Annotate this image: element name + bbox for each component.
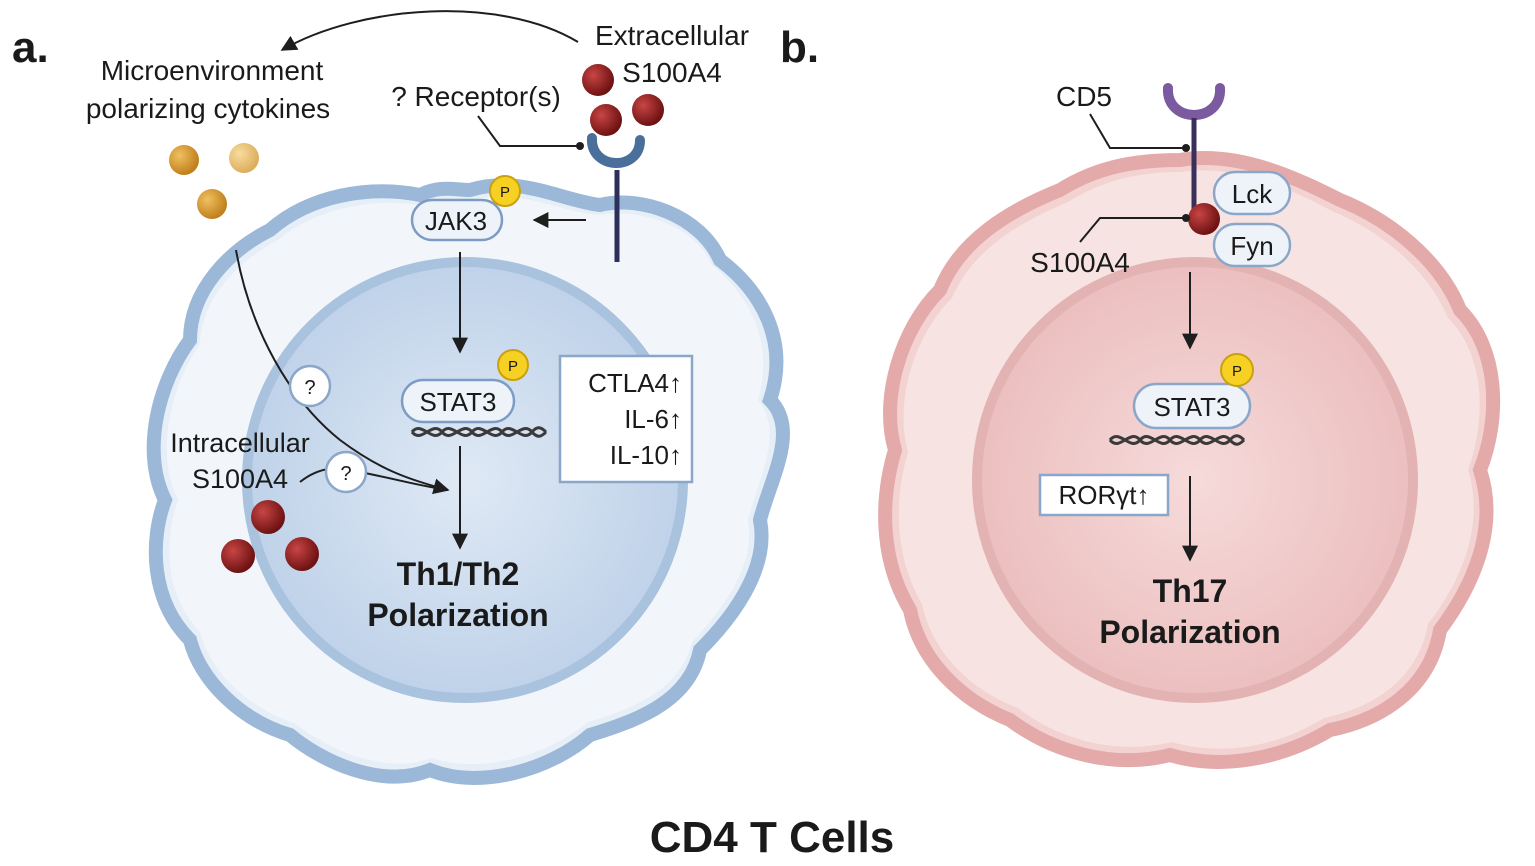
extracellular-to-cytokine-arrow bbox=[280, 10, 579, 51]
fyn-label: Fyn bbox=[1230, 231, 1273, 261]
receptor-leader bbox=[477, 115, 580, 147]
s100a4-leader bbox=[1079, 217, 1186, 243]
outcome-b-line-1: Th17 bbox=[1153, 573, 1228, 609]
intracellular-label-2: S100A4 bbox=[192, 464, 288, 494]
phospho-stat3-label-a: P bbox=[508, 358, 518, 375]
cd5-leader bbox=[1089, 113, 1186, 149]
question-label-1: ? bbox=[304, 377, 315, 399]
s100a4-ball bbox=[221, 539, 255, 573]
panel-b bbox=[878, 151, 1501, 769]
cd5-leader-dot bbox=[1182, 144, 1190, 152]
receptor-a bbox=[587, 133, 645, 262]
lck-label: Lck bbox=[1232, 179, 1273, 209]
receptor-label: ? Receptor(s) bbox=[391, 81, 561, 112]
intracellular-label-1: Intracellular bbox=[170, 428, 310, 458]
extracellular-label-1: Extracellular bbox=[595, 20, 749, 51]
panel-a-label: a. bbox=[12, 23, 49, 72]
phospho-stat3-icon-b bbox=[1220, 353, 1254, 387]
cytokine-ball bbox=[229, 143, 259, 173]
cytokine-ball bbox=[169, 145, 199, 175]
s100a4-leader-dot bbox=[1182, 214, 1190, 222]
cytokine-pathway-arrow bbox=[235, 249, 450, 495]
question-node-2 bbox=[324, 450, 368, 494]
cd5-receptor bbox=[1163, 83, 1225, 210]
gene-ctla4: CTLA4↑ bbox=[588, 368, 682, 398]
outcome-a-line-2: Polarization bbox=[367, 597, 548, 633]
cd5-label: CD5 bbox=[1056, 81, 1112, 112]
cytokines-label-1: Microenvironment bbox=[101, 55, 324, 86]
jak3-label: JAK3 bbox=[425, 206, 487, 236]
genes-box bbox=[558, 354, 694, 484]
phospho-stat3-icon-a bbox=[497, 349, 529, 381]
s100a4-ball bbox=[285, 537, 319, 571]
extracellular-label-2: S100A4 bbox=[622, 57, 722, 88]
receptor-leader-dot bbox=[576, 142, 584, 150]
s100a4-ball bbox=[251, 500, 285, 534]
jak3-node bbox=[410, 198, 504, 242]
question-node-1 bbox=[288, 364, 332, 408]
s100a4-ball bbox=[582, 64, 614, 96]
cytokine-ball bbox=[197, 189, 227, 219]
stat3-label-a: STAT3 bbox=[419, 387, 496, 417]
outcome-a-line-1: Th1/Th2 bbox=[397, 556, 520, 592]
fyn-node bbox=[1212, 222, 1292, 268]
dna-helix-a bbox=[410, 426, 548, 438]
dna-helix-b bbox=[1108, 434, 1246, 446]
lck-node bbox=[1212, 170, 1292, 216]
ror-label: RORγt↑ bbox=[1059, 480, 1150, 510]
cytokines-label-2: polarizing cytokines bbox=[86, 93, 330, 124]
s100a4-ball bbox=[590, 104, 622, 136]
stat3-label-b: STAT3 bbox=[1153, 392, 1230, 422]
ror-box bbox=[1038, 473, 1170, 517]
phospho-jak3-label: P bbox=[500, 184, 510, 201]
gene-il10: IL-10↑ bbox=[610, 440, 682, 470]
phospho-jak3-icon bbox=[489, 175, 521, 207]
gene-il6: IL-6↑ bbox=[624, 404, 682, 434]
s100a4-label-b: S100A4 bbox=[1030, 247, 1130, 278]
panel-b-label: b. bbox=[780, 23, 819, 72]
stat3-node-b bbox=[1132, 382, 1252, 430]
s100a4-ball bbox=[632, 94, 664, 126]
outcome-b-line-2: Polarization bbox=[1099, 614, 1280, 650]
nucleus-b bbox=[972, 257, 1418, 703]
s100a4-ball bbox=[1188, 203, 1220, 235]
figure-title: CD4 T Cells bbox=[650, 813, 895, 862]
phospho-stat3-label-b: P bbox=[1232, 363, 1242, 380]
question-label-2: ? bbox=[340, 463, 351, 485]
stat3-node-a bbox=[400, 378, 516, 424]
